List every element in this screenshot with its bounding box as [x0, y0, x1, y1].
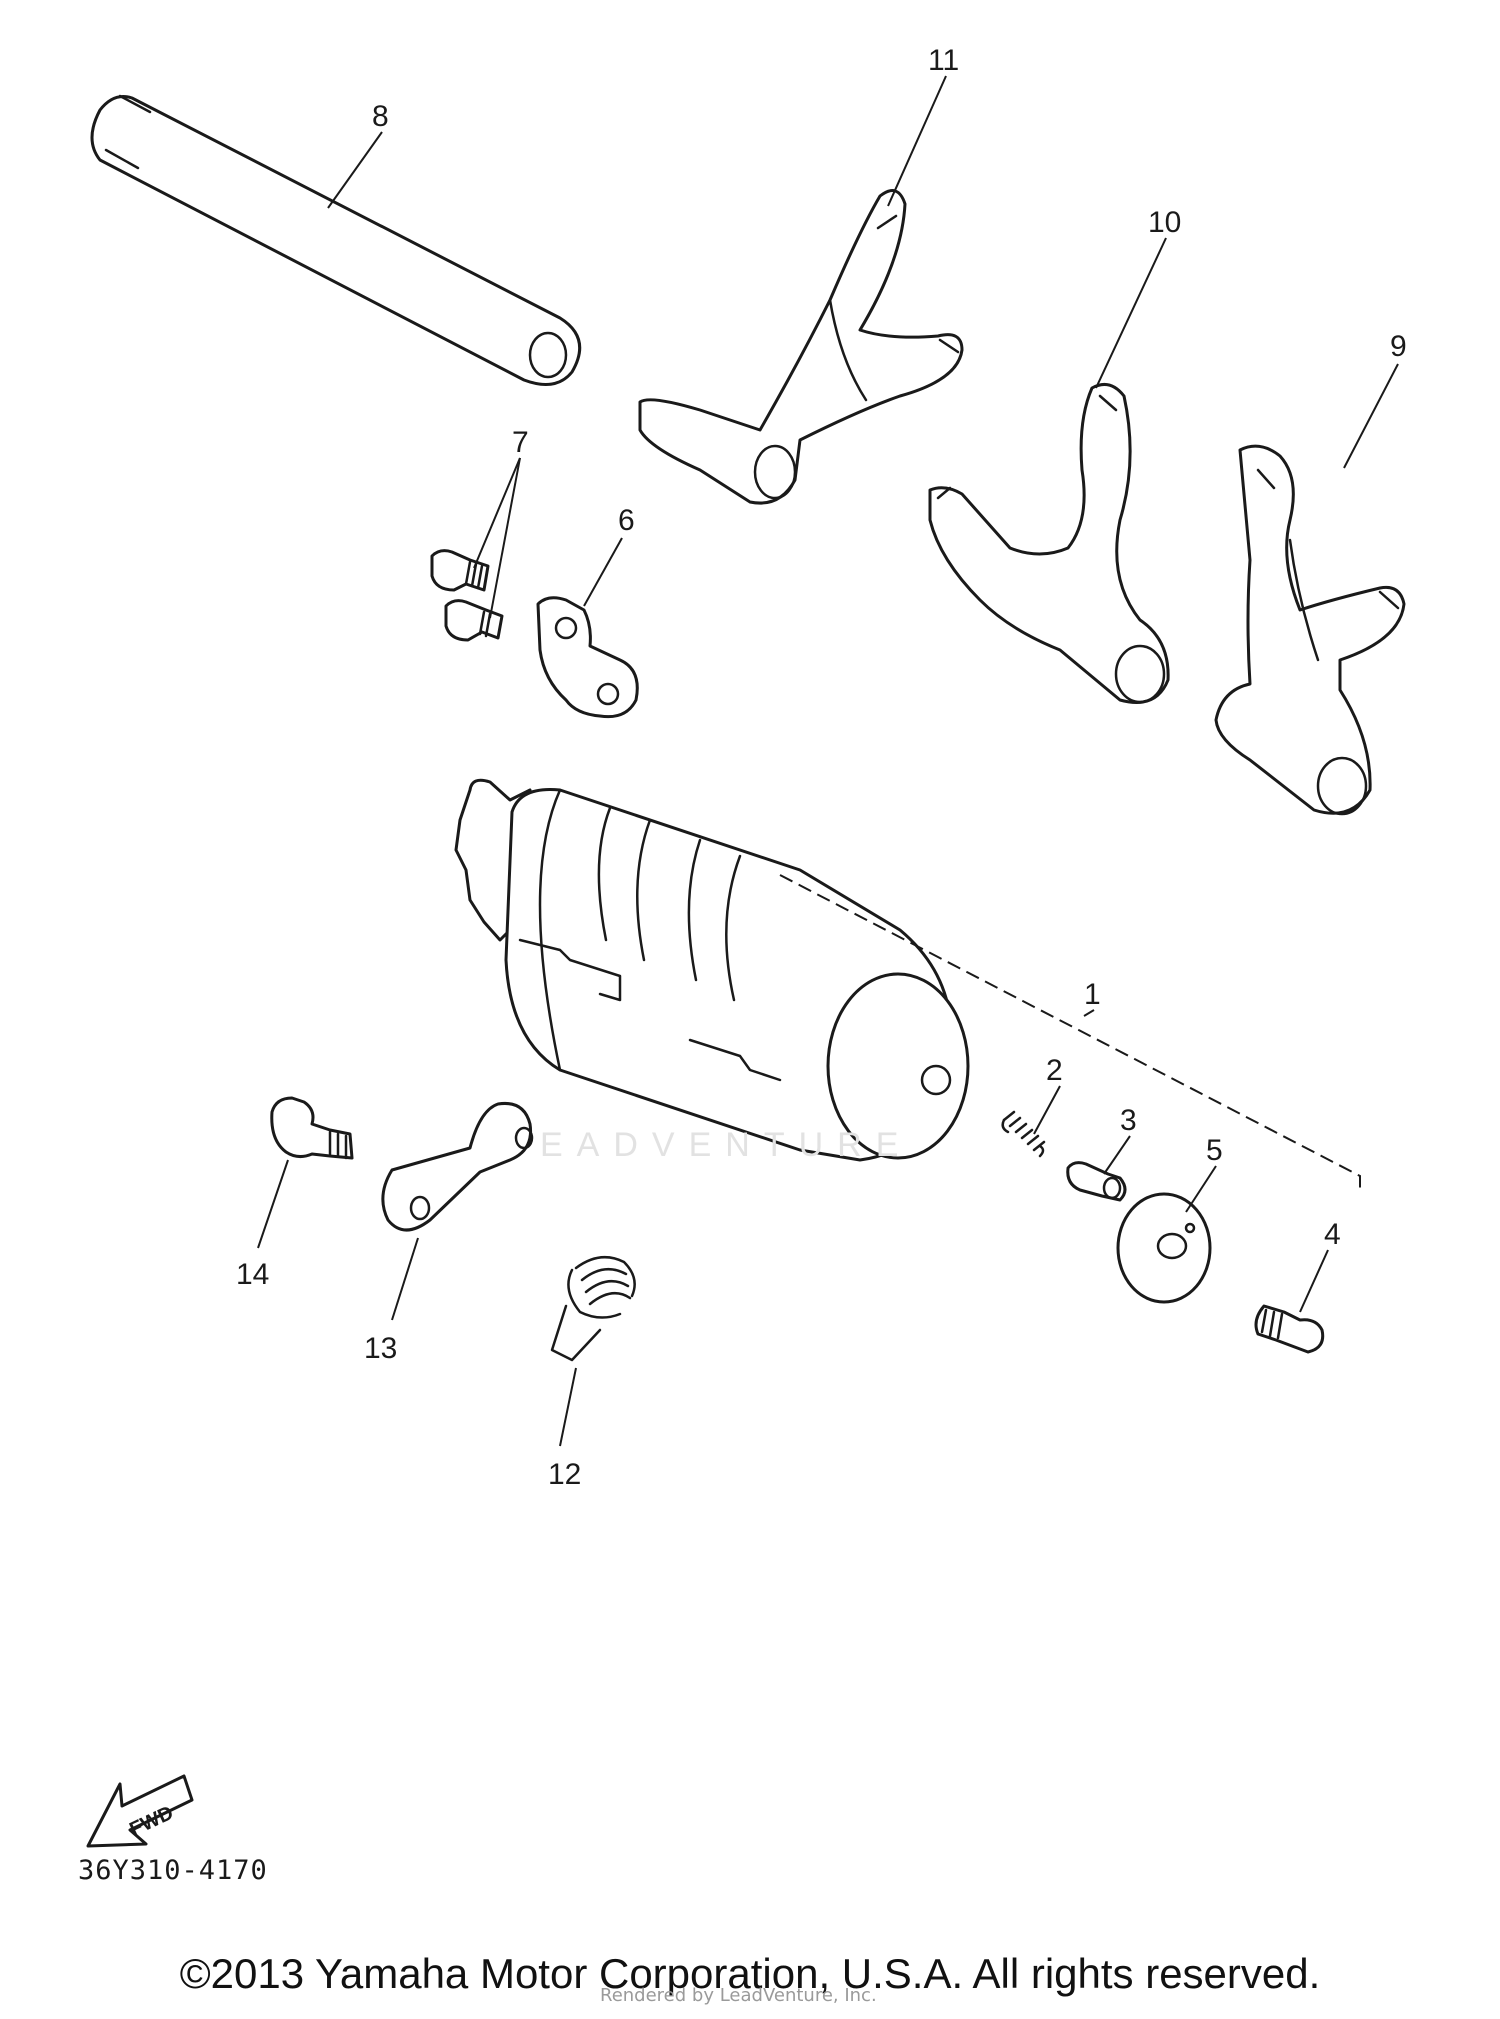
render-credit: Rendered by LeadVenture, Inc.	[600, 1985, 877, 2006]
watermark: EADVENTURE	[540, 1126, 913, 1164]
stopper-lever-13	[381, 1101, 534, 1232]
callout-3: 3	[1120, 1104, 1137, 1137]
callout-1: 1	[1084, 978, 1101, 1011]
fwd-arrow-icon: FWD	[86, 1774, 194, 1848]
callout-4: 4	[1324, 1218, 1341, 1251]
shift-fork-11	[638, 189, 964, 505]
stopper-plate-6	[536, 596, 639, 719]
callout-13: 13	[364, 1332, 397, 1365]
callout-5: 5	[1206, 1134, 1223, 1167]
diagram-code: 36Y310-4170	[78, 1855, 268, 1886]
screw-4	[1254, 1304, 1325, 1354]
shift-fork-10	[928, 382, 1170, 704]
callout-11: 11	[928, 44, 959, 77]
callout-2: 2	[1046, 1054, 1063, 1087]
callout-10: 10	[1148, 206, 1181, 239]
pin-3	[1066, 1161, 1127, 1202]
callout-6: 6	[618, 504, 635, 537]
shift-fork-9	[1214, 444, 1406, 816]
callout-12: 12	[548, 1458, 581, 1491]
callout-14: 14	[236, 1258, 269, 1291]
plate-5	[1116, 1192, 1212, 1304]
screws-7	[430, 549, 504, 642]
callout-7: 7	[512, 426, 529, 459]
torsion-spring-12	[550, 1255, 636, 1362]
callout-8: 8	[372, 100, 389, 133]
callout-9: 9	[1390, 330, 1407, 363]
leader-lines	[257, 75, 1399, 1447]
shift-cam-1	[454, 778, 970, 1162]
copyright-notice: ©2013 Yamaha Motor Corporation, U.S.A. A…	[179, 1950, 1321, 1997]
assembly-bracket	[779, 874, 1361, 1190]
bolt-14	[270, 1096, 354, 1160]
spring-2	[1001, 1110, 1046, 1158]
guide-bar	[90, 94, 582, 386]
